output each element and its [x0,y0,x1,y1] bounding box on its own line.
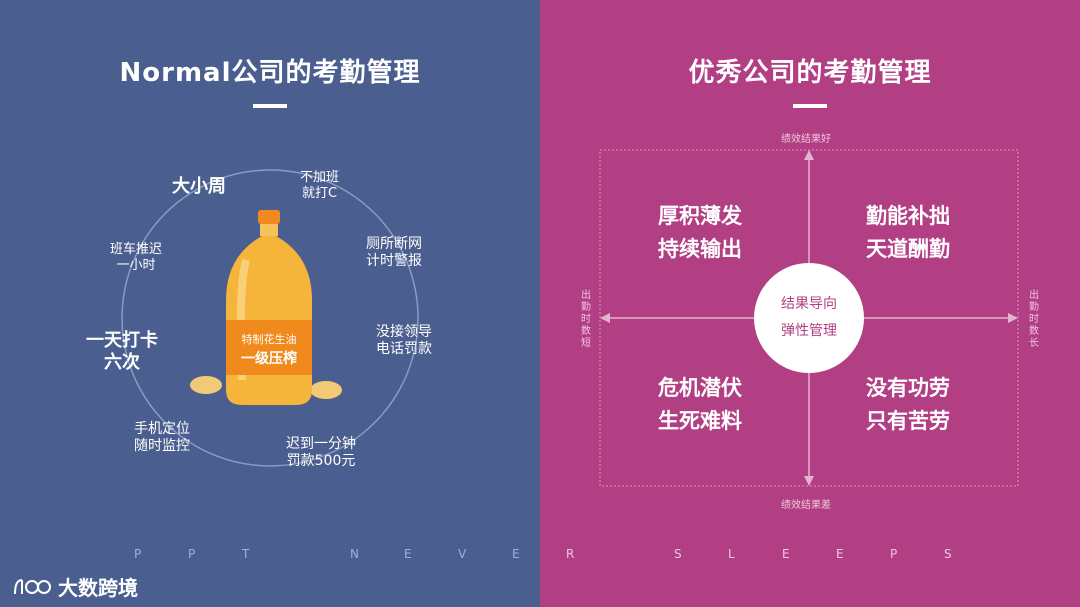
item-no-overtime: 不加班 就打C [300,170,339,201]
center-line-1: 结果导向 [781,291,837,318]
item-bus-delay: 班车推迟 一小时 [110,242,162,273]
quadrant-bottom-right: 没有功劳 只有苦劳 [866,372,950,437]
footer-letter: T [242,547,249,561]
right-panel: 优秀公司的考勤管理 绩效结果好 绩效结果差 出勤时数短 出勤时数长 厚积薄发 持… [540,0,1080,607]
logo-mark-icon [12,576,52,598]
quadrant-bottom-left: 危机潜伏 生死难料 [658,372,742,437]
quadrant-top-left: 厚积薄发 持续输出 [658,200,742,265]
quadrant-top-right: 勤能补拙 天道酬勤 [866,200,950,265]
item-clockin-six: 一天打卡 六次 [86,330,158,373]
footer-letter: E [512,547,520,561]
center-line-2: 弹性管理 [781,318,837,345]
left-panel: Normal公司的考勤管理 大小周 不加班 就打C 班车推迟 一小时 厕所断网 … [0,0,540,607]
item-small-big-week: 大小周 [172,176,226,198]
footer-letter: P [188,547,195,561]
item-late-fine: 迟到一分钟 罚款500元 [286,436,356,470]
item-toilet-alarm: 厕所断网 计时警报 [366,236,422,270]
footer-letter: N [350,547,359,561]
footer-letter: L [728,547,735,561]
bottle-label-top: 特制花生油 [242,332,297,346]
logo-text: 大数跨境 [58,572,138,601]
axis-top-label: 绩效结果好 [781,130,831,145]
item-phone-fine: 没接领导 电话罚款 [376,324,432,358]
axis-right-label: 出勤时数长 [1028,290,1040,350]
axis-bottom-label: 绩效结果差 [781,496,831,511]
footer-letter: R [566,547,574,561]
bottle-label-main: 一级压榨 [241,350,297,367]
brand-logo: 大数跨境 [12,572,138,601]
footer-letter: E [404,547,412,561]
footer-letter: E [836,547,844,561]
center-circle: 结果导向 弹性管理 [754,263,864,373]
footer-letter: S [944,547,952,561]
footer-letter: S [674,547,682,561]
footer-letter: V [458,547,466,561]
axis-left-label: 出勤时数短 [580,290,592,350]
footer-letter: E [782,547,790,561]
oil-bottle-icon: 特制花生油 一级压榨 [186,200,346,420]
item-gps-monitor: 手机定位 随时监控 [134,421,190,455]
footer-letter: P [134,547,141,561]
footer-letter: P [890,547,897,561]
